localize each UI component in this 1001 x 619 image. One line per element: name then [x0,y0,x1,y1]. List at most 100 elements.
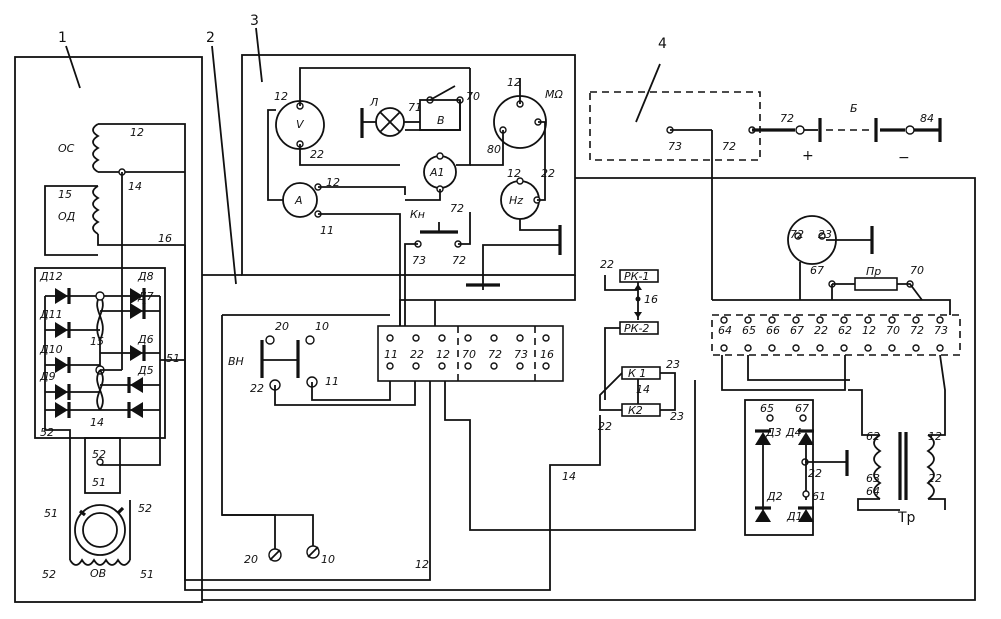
od-label: ОД [58,210,76,223]
diode-d9: Д9 [39,370,100,400]
battery-label: Б [850,102,858,115]
svg-text:64: 64 [866,485,880,498]
svg-text:К2: К2 [628,404,643,417]
oc-label: ОС [58,142,75,155]
svg-text:К 1: К 1 [628,367,646,380]
svg-text:РК-2: РК-2 [624,322,649,335]
fuse-label: Пр [866,265,881,278]
voltmeter-label: V [296,118,305,131]
svg-text:52: 52 [138,502,152,515]
svg-text:71: 71 [408,101,422,114]
ammeter-label: A [294,194,303,207]
svg-text:12: 12 [326,176,340,189]
svg-text:51: 51 [166,352,180,365]
svg-text:Д5: Д5 [137,364,154,377]
terminal-left-pin-4 [490,334,498,342]
terminal-right-pin-bottom-0 [720,344,728,352]
svg-text:Д4: Д4 [785,426,802,439]
svg-text:51: 51 [140,568,154,581]
battery-block: 73 72 72 Б 84 + − [666,102,942,300]
transformer-primary [873,434,882,500]
svg-text:16: 16 [644,293,658,306]
svg-text:65: 65 [760,402,774,415]
svg-text:73: 73 [412,254,426,267]
svg-text:72: 72 [790,228,804,241]
svg-text:62: 62 [866,430,880,443]
block-1-label: 1 [58,30,67,46]
block-3-frame [241,54,576,276]
svg-text:52: 52 [42,568,56,581]
terminal-right-label-8: 72 [910,324,924,337]
terminal-right-pin-1 [744,316,752,324]
terminal-left-label-1: 22 [410,348,424,361]
terminal-right-pin-bottom-7 [888,344,896,352]
mohm-label: МΩ [545,88,563,101]
terminal-right-label-4: 22 [814,324,828,337]
terminal-left-label-0: 11 [384,348,398,361]
terminal-right-label-3: 67 [790,324,804,337]
block-1-frame [14,56,203,603]
ov-winding [69,558,131,566]
svg-text:22: 22 [808,467,822,480]
svg-text:12: 12 [507,76,521,89]
svg-text:72: 72 [780,112,794,125]
oc-winding [92,123,100,173]
svg-text:РК-1: РК-1 [624,270,649,283]
terminal-left-label-3: 70 [462,348,476,361]
svg-text:Д3: Д3 [765,426,782,439]
terminal-right-pin-9 [936,316,944,324]
diode-d8: Д8 [100,270,160,304]
block-outlines [14,54,976,603]
svg-text:10: 10 [315,320,329,333]
diode-d4: Д4 [785,426,814,445]
svg-text:72: 72 [452,254,466,267]
svg-text:Д2: Д2 [766,490,783,503]
svg-text:23: 23 [666,358,680,371]
terminal-left-pin-5 [516,334,524,342]
terminal-right-label-0: 64 [718,324,732,337]
terminal-right-pin-bottom-2 [768,344,776,352]
svg-text:14: 14 [636,383,650,396]
gauge-block: 72 23 Пр 67 70 [712,215,951,315]
od-winding [92,185,100,235]
diode-d1: Д1 [786,506,814,523]
svg-text:Д12: Д12 [39,270,63,283]
svg-text:15: 15 [58,188,72,201]
svg-text:84: 84 [920,112,934,125]
minus-sign: − [898,150,910,166]
svg-text:72: 72 [450,202,464,215]
vn-block: 20 10 ВН 22 11 20 10 12 14 [184,170,696,591]
svg-text:73: 73 [668,140,682,153]
svg-text:10: 10 [321,553,335,566]
terminal-right-pin-bottom-6 [864,344,872,352]
terminal-right-label-9: 73 [934,324,948,337]
diode-d12: Д12 [39,270,100,304]
svg-text:52: 52 [92,448,106,461]
terminal-right-label-7: 70 [886,324,900,337]
diode-d11: Д11 [39,308,100,338]
svg-text:14: 14 [562,470,576,483]
terminal-right-label-2: 66 [766,324,780,337]
plus-sign: + [802,148,814,164]
terminal-right-label-6: 12 [862,324,876,337]
diode-d7: Д7 [100,290,160,319]
terminal-right-pin-4 [816,316,824,324]
svg-text:12: 12 [130,126,144,139]
svg-text:80: 80 [487,143,501,156]
terminal-left-pin-6 [542,334,550,342]
svg-text:Д10: Д10 [39,343,63,356]
svg-text:12: 12 [274,90,288,103]
svg-text:15: 15 [90,335,104,348]
terminal-right-pin-bottom-4 [816,344,824,352]
svg-text:67: 67 [795,402,809,415]
block-2-label: 2 [206,30,215,46]
svg-text:23: 23 [818,228,832,241]
svg-text:51: 51 [92,476,106,489]
terminal-right-pin-bottom-9 [936,344,944,352]
generator-block: ОС 12 14 ОД 15 16 Д12 Д11 Д10 [34,123,186,581]
terminal-left-pin-1 [412,334,420,342]
svg-text:72: 72 [722,140,736,153]
block-4-label: 4 [658,36,667,52]
